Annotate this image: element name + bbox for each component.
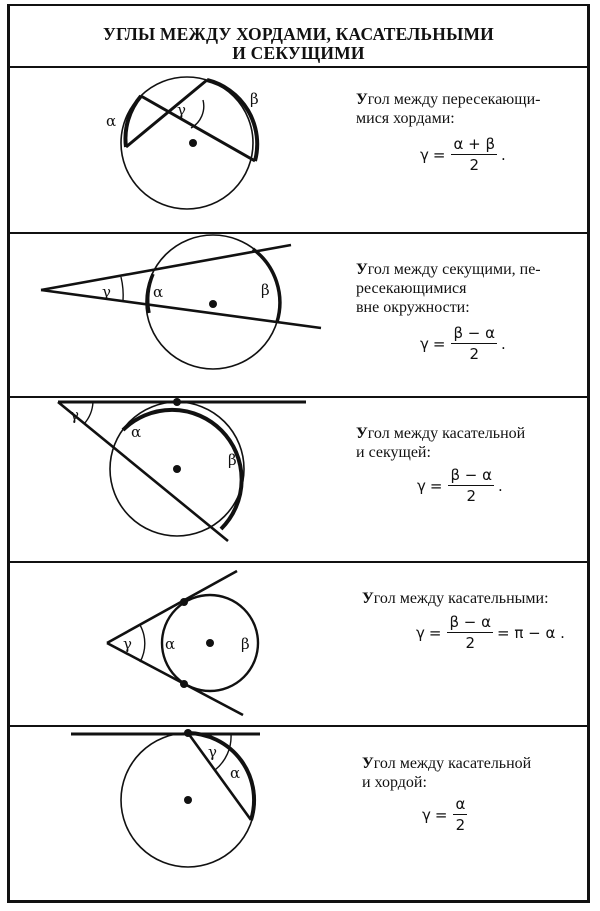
page-title: УГЛЫ МЕЖДУ ХОРДАМИ, КАСАТЕЛЬНЫМИ И СЕКУЩ… — [10, 6, 587, 68]
formula-lhs: γ — [422, 806, 431, 824]
section-description: Угол между касательной и хордой: — [362, 754, 531, 792]
formula: γ = α + β 2 . — [418, 135, 506, 175]
alpha-label: α — [106, 112, 116, 130]
label-line-1: гол между секущими, пе- — [367, 261, 541, 278]
label-initial: У — [356, 261, 368, 278]
formula-lhs: γ — [416, 624, 425, 642]
beta-label: β — [241, 635, 250, 653]
section-description: Угол между секущими, пе- ресекающимися в… — [356, 260, 541, 317]
formula: γ = β − α 2 . — [415, 466, 503, 506]
formula-lhs: γ — [417, 477, 426, 495]
section-description: Угол между касательными: — [362, 589, 549, 608]
gamma-label: γ — [208, 743, 217, 761]
fraction: α + β 2 — [451, 135, 498, 175]
beta-label: β — [261, 281, 270, 299]
formula-equals: = — [432, 146, 446, 164]
beta-label: β — [250, 90, 259, 108]
section-intersecting-chords: α γ β Угол между пересекающи- мися хорда… — [10, 68, 587, 234]
gamma-label: γ — [102, 283, 111, 301]
fraction: α 2 — [453, 795, 468, 835]
formula-tail: . — [501, 335, 506, 353]
label-initial: У — [362, 590, 374, 607]
gamma-label: γ — [177, 101, 186, 119]
two-tangents-diagram: γ α β — [106, 569, 260, 717]
alpha-label: α — [230, 764, 240, 782]
intersecting-chords-diagram: α γ β — [106, 76, 260, 210]
tangent-chord-diagram: γ α — [71, 729, 260, 868]
label-initial: У — [362, 755, 374, 772]
label-line-2: и секущей: — [356, 444, 431, 461]
section-tangent-secant: γ α β Угол между касательной и секущей: … — [10, 398, 587, 563]
section-description: Угол между пересекающи- мися хордами: — [356, 90, 540, 128]
label-line-3: вне окружности: — [356, 299, 470, 316]
label-initial: У — [356, 425, 368, 442]
gamma-label: γ — [70, 406, 79, 424]
label-line-2: ресекающимися — [356, 280, 467, 297]
fraction: β − α 2 — [448, 466, 495, 506]
alpha-label: α — [153, 283, 163, 301]
formula: γ = β − α 2 = π − α . — [414, 613, 565, 653]
denominator: 2 — [466, 487, 477, 505]
section-description: Угол между касательной и секущей: — [356, 424, 525, 462]
title-line-1: УГЛЫ МЕЖДУ ХОРДАМИ, КАСАТЕЛЬНЫМИ — [102, 24, 494, 44]
numerator: β − α — [448, 466, 495, 486]
section-tangent-chord: γ α Угол между касательной и хордой: γ =… — [10, 727, 587, 903]
formula-equals: = — [429, 477, 443, 495]
reference-table: УГЛЫ МЕЖДУ ХОРДАМИ, КАСАТЕЛЬНЫМИ И СЕКУЩ… — [7, 4, 590, 903]
title-line-2: И СЕКУЩИМИ — [232, 43, 365, 63]
denominator: 2 — [455, 816, 466, 834]
formula-tail: = π − α . — [497, 624, 565, 642]
label-line-1: гол между касательной — [367, 425, 526, 442]
alpha-label: α — [165, 635, 175, 653]
denominator: 2 — [469, 156, 480, 174]
formula-tail: . — [498, 477, 503, 495]
denominator: 2 — [469, 345, 480, 363]
fraction: β − α 2 — [451, 324, 498, 364]
label-line-2: и хордой: — [362, 774, 427, 791]
numerator: α + β — [451, 135, 498, 155]
numerator: β − α — [447, 613, 494, 633]
formula-equals: = — [434, 806, 448, 824]
tangent-secant-diagram: γ α β — [57, 398, 306, 543]
beta-label: β — [228, 451, 237, 469]
formula: γ = β − α 2 . — [418, 324, 506, 364]
numerator: β − α — [451, 324, 498, 344]
section-secants-outside: γ α β Угол между секущими, пе- ресекающи… — [10, 234, 587, 398]
denominator: 2 — [465, 634, 476, 652]
formula-equals: = — [428, 624, 442, 642]
label-initial: У — [356, 91, 368, 108]
secants-diagram: γ α β — [40, 234, 322, 370]
fraction: β − α 2 — [447, 613, 494, 653]
formula: γ = α 2 — [420, 795, 471, 835]
formula-lhs: γ — [420, 146, 429, 164]
formula-tail: . — [501, 146, 506, 164]
gamma-label: γ — [123, 635, 132, 653]
label-line-1: гол между пересекающи- — [367, 91, 541, 108]
numerator: α — [453, 795, 468, 815]
label-line-1: гол между касательной — [373, 755, 532, 772]
label-line-2: мися хордами: — [356, 110, 455, 127]
alpha-label: α — [131, 423, 141, 441]
formula-lhs: γ — [420, 335, 429, 353]
formula-equals: = — [432, 335, 446, 353]
label-line-1: гол между касательными: — [373, 590, 549, 607]
section-two-tangents: γ α β Угол между касательными: γ = β − α… — [10, 563, 587, 727]
